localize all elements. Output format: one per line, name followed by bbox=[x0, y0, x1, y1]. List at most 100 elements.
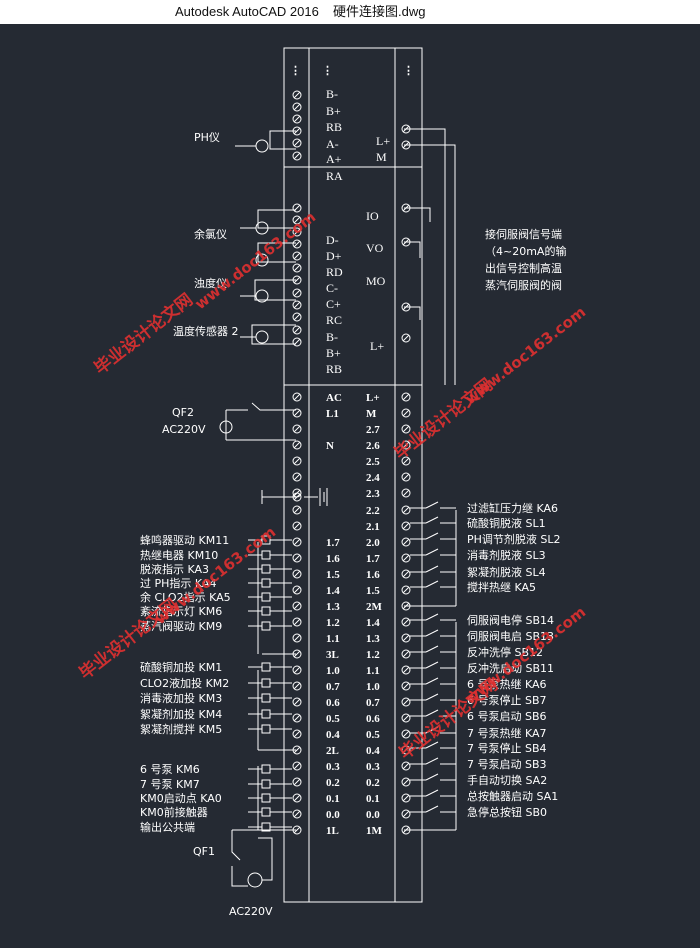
module-pin-label: D- bbox=[326, 233, 339, 247]
module-pin-label: C+ bbox=[326, 297, 341, 311]
output-device-label: 输出公共端 bbox=[140, 820, 195, 834]
chlorine-sensor bbox=[240, 209, 296, 267]
contact-switch-icon bbox=[425, 805, 439, 813]
terminal-screw-icon bbox=[292, 227, 302, 237]
vo-wire bbox=[404, 241, 421, 258]
terminal-screw-icon bbox=[292, 601, 302, 611]
terminal-screw-icon bbox=[292, 617, 302, 627]
terminal-screw-icon bbox=[292, 203, 302, 213]
terminal-screw-icon bbox=[401, 665, 411, 675]
plc-right-pin-label: 1M bbox=[366, 825, 383, 837]
terminal-screw-icon bbox=[292, 633, 302, 643]
input-device-label: 消毒剂脱液 SL3 bbox=[467, 548, 546, 562]
contact-switch-icon bbox=[425, 693, 439, 701]
terminal-screw-icon bbox=[401, 585, 411, 595]
coil-box-icon bbox=[261, 550, 271, 560]
terminal-screw-icon bbox=[401, 761, 411, 771]
terminal-screw-icon bbox=[401, 793, 411, 803]
terminal-screw-icon bbox=[401, 553, 411, 563]
plc-left-pin-label: 0.5 bbox=[326, 713, 340, 725]
plc-left-pin-label: 1.1 bbox=[326, 633, 340, 645]
input-device-label: 反冲洗启动 SB11 bbox=[467, 661, 554, 675]
terminal-screw-icon bbox=[401, 681, 411, 691]
plc-right-pin-label: 0.6 bbox=[366, 713, 380, 725]
terminal-screw-icon bbox=[401, 617, 411, 627]
plc-outline bbox=[283, 47, 423, 903]
coil-box-icon bbox=[261, 807, 271, 817]
plc-left-pin-label: 1.7 bbox=[326, 537, 340, 549]
contact-switch-icon bbox=[425, 773, 439, 781]
terminal-screw-icon bbox=[292, 825, 302, 835]
terminal-screw-icon bbox=[292, 553, 302, 563]
output-device-label: 硫酸铜加投 KM1 bbox=[140, 660, 222, 674]
io-wire bbox=[404, 207, 431, 222]
output-device-label: KM0前接触器 bbox=[140, 805, 208, 819]
contact-switch-icon bbox=[425, 565, 439, 573]
coil-box-icon bbox=[261, 678, 271, 688]
terminal-screw-icon bbox=[401, 456, 411, 466]
module-pin-label: RC bbox=[326, 313, 342, 327]
module-pin-label: B- bbox=[326, 87, 338, 101]
schematic-dynamic: ⋮⋮⋮B-B+RBA-A+RAL+MIOVOMOD-D+RDC-C+RCB-B+… bbox=[75, 65, 589, 918]
terminal-screw-icon bbox=[401, 424, 411, 434]
terminal-screw-icon bbox=[401, 825, 411, 835]
module-pin-label: D+ bbox=[326, 249, 342, 263]
plc-left-pin-label: 3L bbox=[326, 649, 339, 661]
contact-switch-icon bbox=[425, 645, 439, 653]
terminal-screw-icon bbox=[292, 263, 302, 273]
coil-box-icon bbox=[261, 724, 271, 734]
output-device-label: 紊流指示灯 KM6 bbox=[140, 604, 222, 618]
input-device-label: 伺服阀电启 SB13 bbox=[467, 629, 554, 643]
terminal-screw-icon bbox=[292, 312, 302, 322]
coil-box-icon bbox=[261, 564, 271, 574]
plc-right-pin-label: 2.6 bbox=[366, 440, 380, 452]
plc-left-pin-label: 0.6 bbox=[326, 697, 340, 709]
schematic-linework bbox=[219, 47, 457, 903]
terminal-screw-icon bbox=[292, 777, 302, 787]
plc-left-pin-label: AC bbox=[326, 392, 342, 404]
terminal-screw-icon bbox=[401, 601, 411, 611]
drawing-canvas[interactable]: ⋮⋮⋮B-B+RBA-A+RAL+MIOVOMOD-D+RDC-C+RCB-B+… bbox=[0, 24, 700, 948]
plc-right-pin-label: 0.4 bbox=[366, 745, 380, 757]
output-device-label: CLO2液加投 KM2 bbox=[140, 676, 229, 690]
servo-note-line: （4~20mA的输 bbox=[485, 244, 566, 258]
plc-right-pin-label: 2.7 bbox=[366, 424, 380, 436]
servo-note-line: 接伺服阀信号端 bbox=[485, 227, 562, 241]
plc-left-pin-label: 1.6 bbox=[326, 553, 340, 565]
input-device-label: 伺服阀电停 SB14 bbox=[467, 613, 554, 627]
terminal-screw-icon bbox=[292, 90, 302, 100]
plc-right-pin-label: 0.5 bbox=[366, 729, 380, 741]
terminal-screw-icon bbox=[292, 126, 302, 136]
plc-right-pin-label: 2.3 bbox=[366, 488, 380, 500]
plc-left-pin-label: 0.4 bbox=[326, 729, 340, 741]
terminal-screw-icon bbox=[292, 665, 302, 675]
plc-right-pin-label: 1.3 bbox=[366, 633, 380, 645]
module-pin-label: L+ bbox=[376, 134, 390, 148]
terminal-screw-icon bbox=[292, 408, 302, 418]
plc-left-pin-label: 1.2 bbox=[326, 617, 340, 629]
turbidity-sensor bbox=[240, 279, 296, 303]
ph-sensor bbox=[235, 130, 296, 153]
module-header-mark: ⋮ bbox=[322, 65, 333, 77]
plc-right-pin-label: L+ bbox=[366, 392, 380, 404]
input-device-label: 总按触器启动 SA1 bbox=[467, 789, 558, 803]
module-pin-label: M bbox=[376, 150, 387, 164]
terminal-screw-icon bbox=[292, 215, 302, 225]
device-label: QF1 bbox=[193, 845, 215, 858]
plc-left-pin-label: 2L bbox=[326, 745, 339, 757]
output-device-label: 消毒液加投 KM3 bbox=[140, 691, 222, 705]
coil-box-icon bbox=[261, 578, 271, 588]
output-device-label: 7 号泵 KM7 bbox=[140, 778, 200, 791]
module-pin-label: C- bbox=[326, 281, 338, 295]
terminal-screw-icon bbox=[401, 124, 411, 134]
plc-right-pin-label: 2.0 bbox=[366, 537, 380, 549]
contact-switch-icon bbox=[425, 757, 439, 765]
terminal-screw-icon bbox=[401, 537, 411, 547]
output-device-label: 蜂鸣器驱动 KM11 bbox=[140, 533, 229, 547]
output-device-label: 蒸汽阀驱动 KM9 bbox=[140, 619, 222, 633]
input-device-label: 搅拌热继 KA5 bbox=[467, 580, 536, 594]
terminal-screw-icon bbox=[401, 237, 411, 247]
terminal-screw-icon bbox=[401, 729, 411, 739]
module-pin-label: MO bbox=[366, 274, 386, 288]
plc-right-pin-label: 0.7 bbox=[366, 697, 380, 709]
